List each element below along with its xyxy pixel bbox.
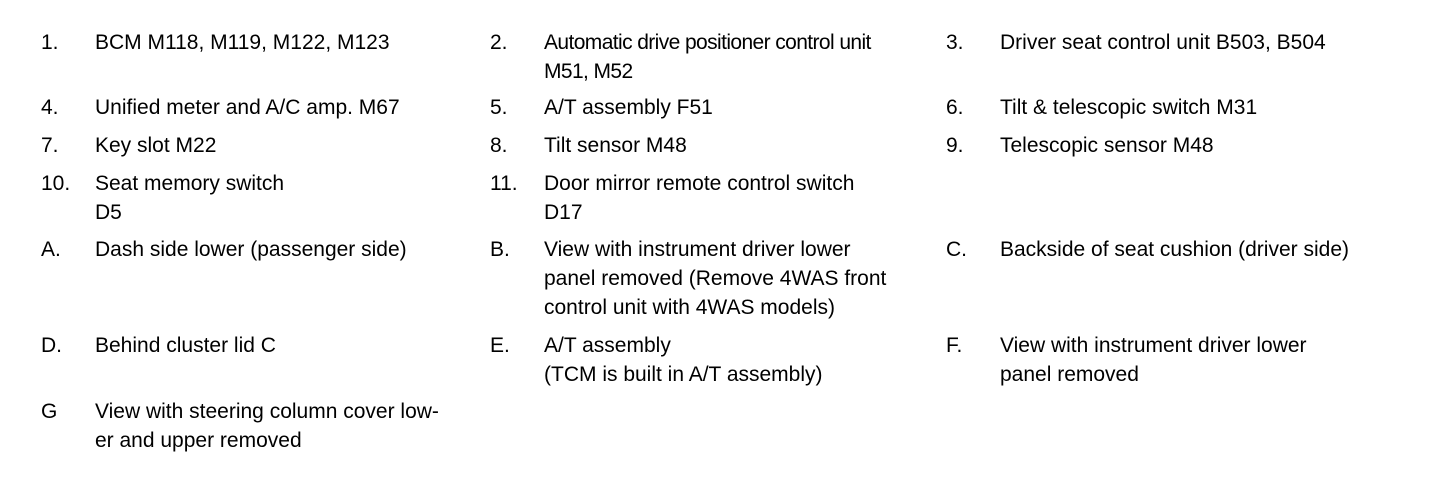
item-text: Behind cluster lid C xyxy=(95,334,276,357)
item-text: Tilt sensor M48 xyxy=(544,134,687,157)
item-letter: F. xyxy=(946,334,963,357)
item-text: Automatic drive positioner control unit … xyxy=(544,31,871,83)
item-text: Tilt & telescopic switch M31 xyxy=(1000,96,1258,119)
item-text: View with steering column cover low- er … xyxy=(95,400,439,452)
item-text: Unified meter and A/C amp. M67 xyxy=(95,96,400,119)
item-text: Telescopic sensor M48 xyxy=(1000,134,1214,157)
item-number: 9. xyxy=(946,134,964,157)
item-number: 10. xyxy=(41,172,71,195)
item-number: 6. xyxy=(946,96,964,119)
item-text: Key slot M22 xyxy=(95,134,217,157)
item-letter: G xyxy=(41,400,58,423)
item-number: 5. xyxy=(490,96,508,119)
item-text: Driver seat control unit B503, B504 xyxy=(1000,31,1326,54)
item-text: Dash side lower (passenger side) xyxy=(95,238,407,261)
item-letter: E. xyxy=(490,334,510,357)
item-number: 1. xyxy=(41,31,59,54)
item-text: A/T assembly (TCM is built in A/T assemb… xyxy=(544,334,823,386)
item-text: BCM M118, M119, M122, M123 xyxy=(95,31,390,54)
item-text: Backside of seat cushion (driver side) xyxy=(1000,238,1349,261)
item-text: Door mirror remote control switch D17 xyxy=(544,172,855,224)
item-number: 11. xyxy=(490,172,518,195)
item-number: 4. xyxy=(41,96,59,119)
item-number: 3. xyxy=(946,31,964,54)
item-number: 2. xyxy=(490,31,508,54)
item-letter: B. xyxy=(490,238,510,261)
item-number: 8. xyxy=(490,134,508,157)
item-number: 7. xyxy=(41,134,59,157)
item-text: View with instrument driver lower panel … xyxy=(1000,334,1307,386)
item-text: View with instrument driver lower panel … xyxy=(544,238,887,319)
item-letter: C. xyxy=(946,238,967,261)
item-letter: D. xyxy=(41,334,62,357)
item-text: Seat memory switch D5 xyxy=(95,172,285,224)
item-letter: A. xyxy=(41,238,61,261)
item-text: A/T assembly F51 xyxy=(544,96,713,119)
